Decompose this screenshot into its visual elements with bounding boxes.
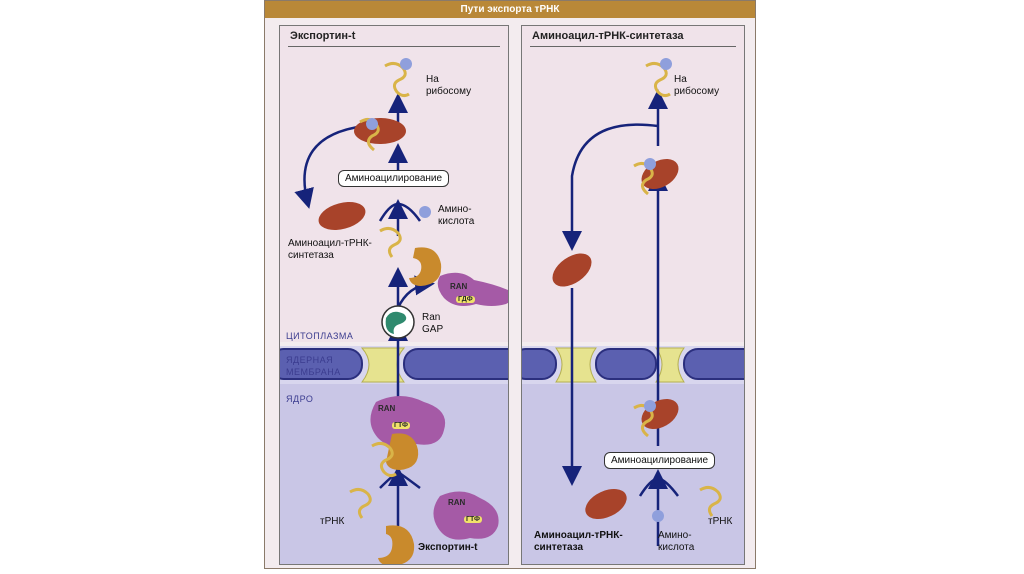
- aminoacylation-box-right: Аминоацилирование: [604, 452, 716, 469]
- nuclear-membrane: [522, 346, 744, 384]
- label-ran-gdp: RAN: [450, 282, 468, 291]
- cytoplasm-region: [522, 26, 744, 342]
- figure: Пути экспорта тРНК Экспортин-t: [264, 0, 756, 569]
- label-nucleus: ЯДРО: [286, 394, 314, 404]
- panel-exportin: Экспортин-t: [279, 25, 509, 565]
- label-gtp: ГТФ: [392, 422, 410, 429]
- label-trna-right: тРНК: [708, 516, 733, 527]
- amino-acid: [652, 510, 664, 522]
- label-gdp: ГДФ: [456, 296, 475, 303]
- ran-gtp-complex: [370, 396, 446, 448]
- figure-title: Пути экспорта тРНК: [265, 1, 755, 18]
- label-to-ribosome-left: На рибосому: [426, 74, 472, 97]
- aminoacylation-box-left: Аминоацилирование: [338, 170, 450, 187]
- label-nuclear-membrane: ЯДЕРНАЯ МЕМБРАНА: [286, 355, 341, 377]
- label-synthetase-right: Аминоацил-тРНК-синтетаза: [534, 530, 623, 553]
- exportin-free: [409, 247, 442, 286]
- panel-title-right: Аминоацил-тРНК-синтетаза: [532, 30, 684, 42]
- exportin-nucleus: [378, 525, 415, 564]
- panel-synthetase: Аминоацил-тРНК-синтетаза: [521, 25, 745, 565]
- ran-gdp: [437, 272, 508, 306]
- trna-top: [645, 61, 671, 98]
- ran-gtp-free: [433, 491, 499, 540]
- synthetase-pathway-diagram: [522, 58, 744, 546]
- label-synthetase-left: Аминоацил-тРНК-синтетаза: [288, 238, 372, 261]
- title-rule: [530, 46, 736, 47]
- label-trna-left: тРНК: [320, 516, 345, 527]
- synthetase-nuclear: [585, 488, 627, 520]
- label-ran-free: RAN: [448, 498, 466, 507]
- trna-nucleus: [349, 487, 372, 519]
- trna-mid: [379, 226, 402, 258]
- label-cytoplasm: ЦИТОПЛАЗМА: [286, 331, 354, 341]
- label-ran-gtp: RAN: [378, 404, 396, 413]
- nucleus-region: [522, 384, 744, 564]
- label-amino-acid-left: Амино-кислота: [438, 204, 475, 227]
- label-amino-acid-right: Амино-кислота: [658, 530, 695, 553]
- title-rule: [288, 46, 500, 47]
- label-exportin-t: Экспортин-t: [418, 542, 478, 553]
- amino-acid: [419, 206, 431, 218]
- panel-title-left: Экспортин-t: [290, 30, 356, 42]
- label-to-ribosome-right: На рибосому: [674, 74, 720, 97]
- synthetase-free: [318, 201, 366, 231]
- label-gtp-free: ГТФ: [464, 516, 482, 523]
- label-ran-gap: Ran GAP: [422, 312, 444, 335]
- trna-top: [384, 58, 412, 98]
- synthetase-exported: [552, 253, 592, 287]
- nuclear-membrane: [280, 346, 508, 384]
- exportin-pathway-diagram: [280, 58, 508, 564]
- trna-nucleus: [699, 485, 722, 517]
